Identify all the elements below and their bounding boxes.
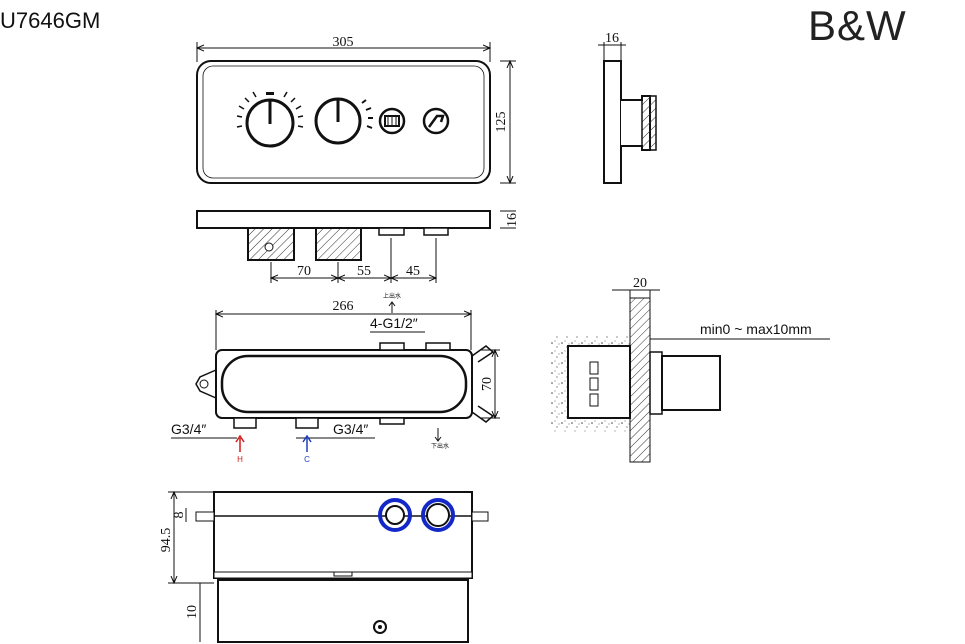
spacing-70: 70 [297, 264, 311, 279]
depth-8-dim: 8 [172, 512, 187, 519]
spacing-45: 45 [406, 264, 420, 279]
spacing-55: 55 [357, 264, 371, 279]
cold-label: C [304, 455, 310, 464]
range-label: min0 ~ max10mm [700, 321, 812, 337]
front-height-dim: 125 [494, 112, 509, 133]
hot-port-highlight [378, 498, 412, 532]
wall-view: 20 min0 ~ max10mm [550, 276, 830, 463]
front-width-dim: 305 [333, 35, 354, 50]
hot-label: H [237, 455, 243, 464]
side-view: 16 [598, 31, 657, 184]
hot-inlet-thread: G3/4″ [171, 421, 206, 437]
wall-depth-dim: 20 [633, 276, 647, 291]
bottom-depth-dim: 16 [505, 213, 520, 227]
top-view: 94.5 8 10 [159, 491, 489, 643]
cold-port-highlight [421, 498, 455, 532]
flow-knob[interactable] [314, 97, 373, 145]
temperature-knob[interactable] [236, 91, 304, 148]
outlet-up-label: 上出水 [383, 292, 401, 300]
valve-view: 266 上出水 4-G1/2″ 70 G3/4″ G3/4″ H C [171, 292, 500, 464]
depth-94-dim: 94.5 [159, 528, 174, 553]
hot-inlet-arrow: H [235, 434, 245, 464]
cold-inlet-thread: G3/4″ [333, 421, 368, 437]
shower-button[interactable] [378, 107, 406, 135]
front-view: 305 125 [196, 35, 516, 184]
outlet-thread-label: 4-G1/2″ [370, 315, 418, 331]
brand-logo: B&W [808, 2, 907, 49]
handheld-button[interactable] [422, 107, 450, 135]
bottom-view: 16 70 55 45 [196, 210, 520, 283]
side-thickness-dim: 16 [605, 31, 619, 46]
outlet-down-label: 下出水 [431, 442, 449, 450]
cold-inlet-arrow: C [302, 434, 312, 464]
depth-10-dim: 10 [185, 605, 200, 619]
valve-width-dim: 266 [333, 299, 354, 314]
valve-height-dim: 70 [480, 377, 495, 391]
model-code: U7646GM [0, 8, 101, 33]
